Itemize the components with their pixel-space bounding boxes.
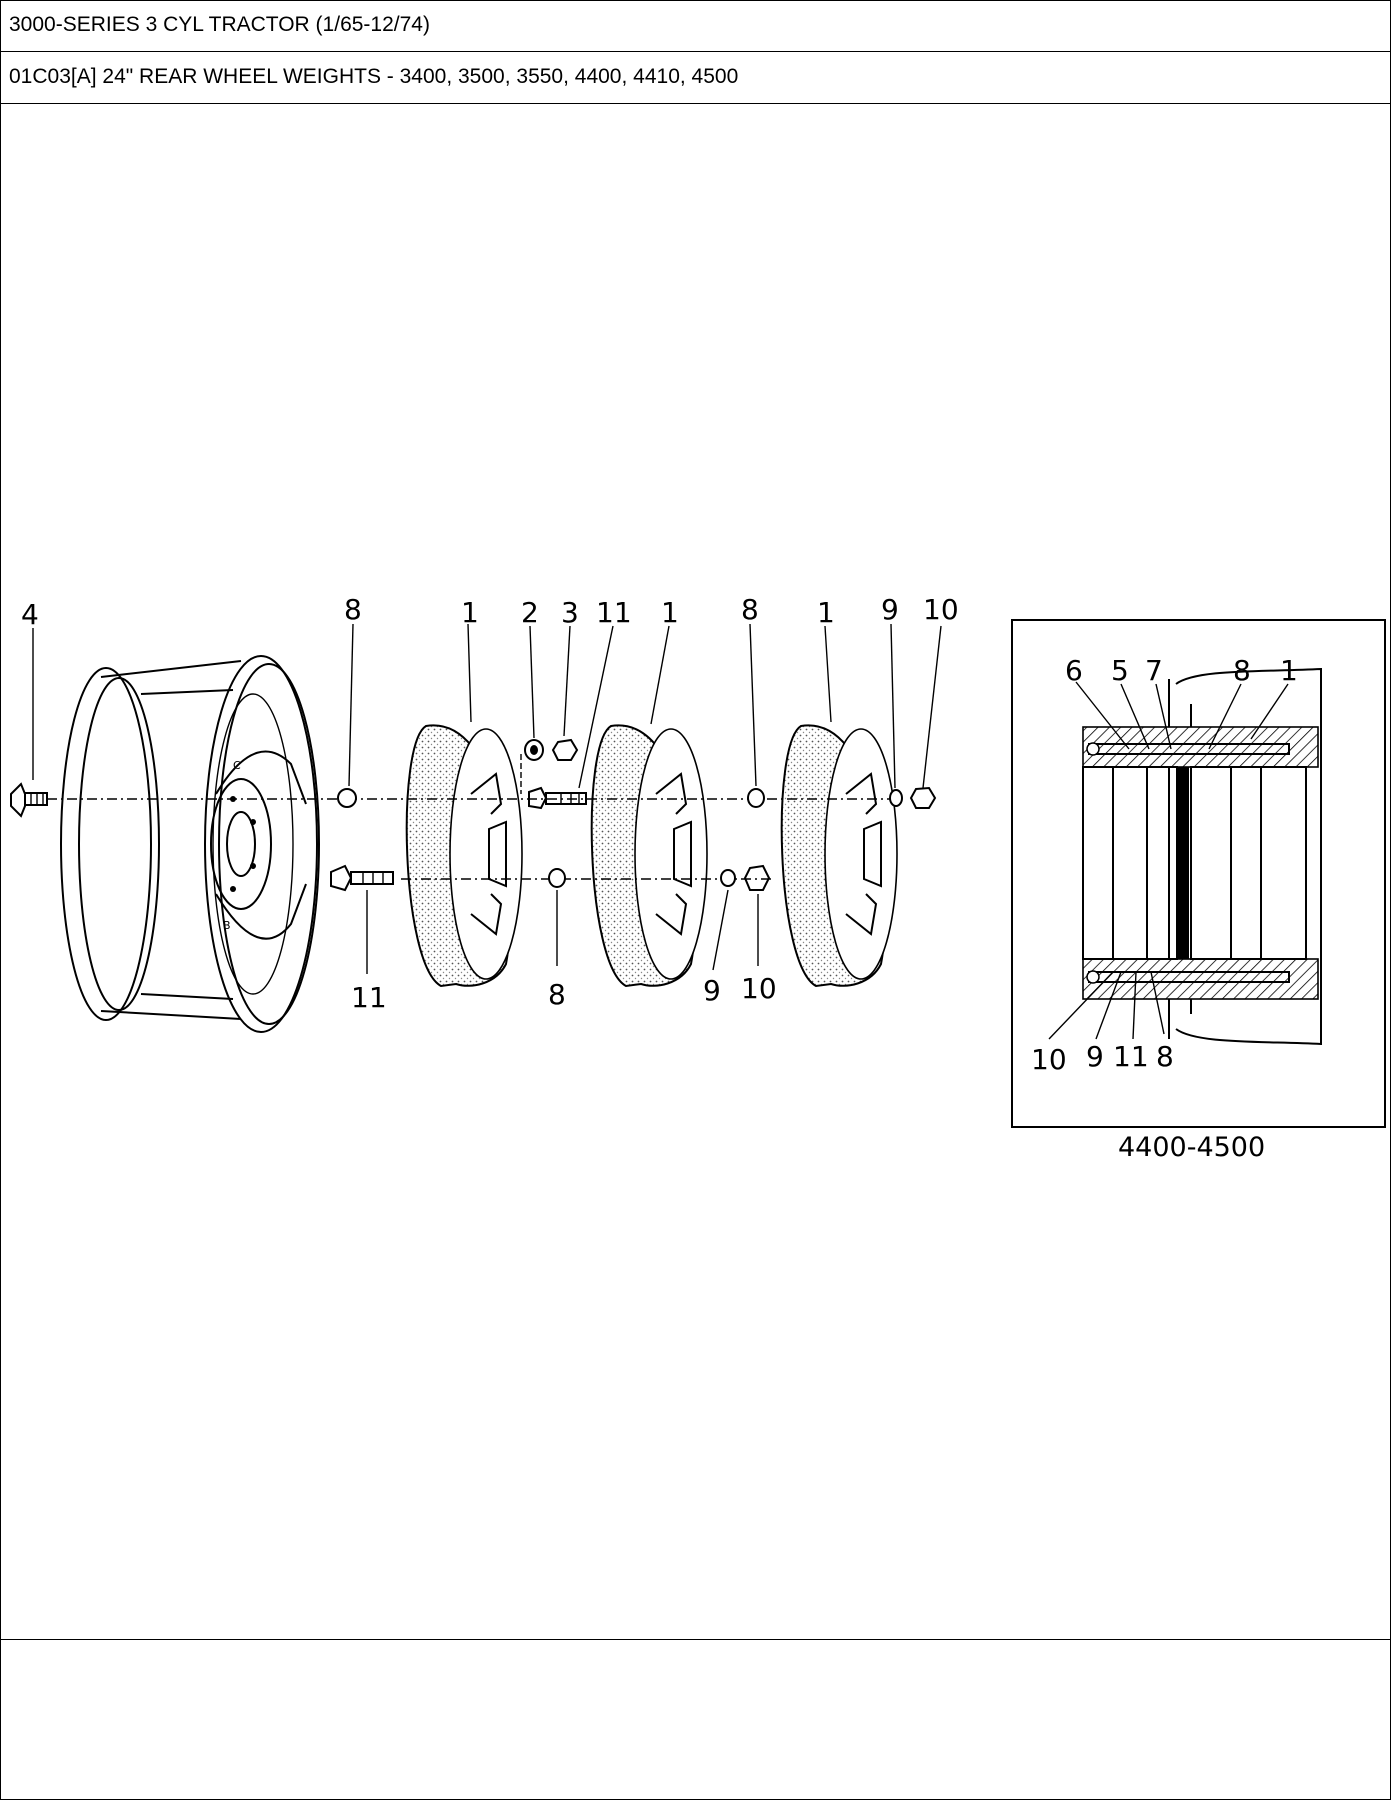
callout-4: 4 (21, 598, 39, 631)
callout-8: 8 (344, 593, 362, 626)
inset-caption: 4400-4500 (1118, 1132, 1265, 1163)
callout-8: 8 (741, 593, 759, 626)
page-subtitle: 01C03[A] 24" REAR WHEEL WEIGHTS - 3400, … (9, 65, 739, 88)
inset-callouts: 6 5 7 8 1 10 9 11 8 4400-4500 (1031, 654, 1298, 1163)
inset-callout-10: 10 (1031, 1043, 1067, 1076)
inset-callout-5: 5 (1111, 654, 1129, 687)
inset-callout-11: 11 (1113, 1040, 1149, 1073)
footer-area (1, 1640, 1390, 1799)
exploded-parts-diagram: C B (10, 593, 1386, 1163)
diagram-area: C B (1, 104, 1390, 1640)
callout-1: 1 (461, 596, 479, 629)
inset-callout-8: 8 (1156, 1040, 1174, 1073)
callout-leaders (32, 623, 942, 974)
inset-callout-1: 1 (1280, 654, 1298, 687)
hardware-parts (330, 738, 937, 892)
weight-1-b (590, 724, 708, 988)
weight-1-a (405, 724, 523, 988)
callout-11: 11 (351, 981, 387, 1014)
callout-9: 9 (881, 593, 899, 626)
callout-10: 10 (741, 972, 777, 1005)
header-title-row: 3000-SERIES 3 CYL TRACTOR (1/65-12/74) (1, 1, 1390, 52)
callouts-bottom: 11 8 9 10 (351, 972, 777, 1014)
wheel-rim: C B (60, 655, 320, 1033)
page-title: 3000-SERIES 3 CYL TRACTOR (1/65-12/74) (9, 13, 430, 36)
part-4-bolt (10, 782, 48, 818)
svg-text:C: C (233, 759, 241, 772)
callout-1: 1 (817, 596, 835, 629)
callouts-top: 4 8 1 2 3 11 1 8 1 9 10 (21, 593, 959, 631)
svg-text:B: B (223, 919, 231, 932)
callout-8: 8 (548, 978, 566, 1011)
inset-callout-7: 7 (1145, 654, 1163, 687)
header-subtitle-row: 01C03[A] 24" REAR WHEEL WEIGHTS - 3400, … (1, 52, 1390, 104)
callout-1: 1 (661, 596, 679, 629)
assembly-centerlines (47, 754, 901, 880)
callout-10: 10 (923, 593, 959, 626)
callout-9: 9 (703, 974, 721, 1007)
weight-1-c (780, 724, 898, 988)
inset-callout-6: 6 (1065, 654, 1083, 687)
callout-2: 2 (521, 596, 539, 629)
inset-callout-9: 9 (1086, 1040, 1104, 1073)
callout-11: 11 (596, 596, 632, 629)
inset-callout-8: 8 (1233, 654, 1251, 687)
inset-section-view (1011, 619, 1386, 1128)
callout-3: 3 (561, 596, 579, 629)
